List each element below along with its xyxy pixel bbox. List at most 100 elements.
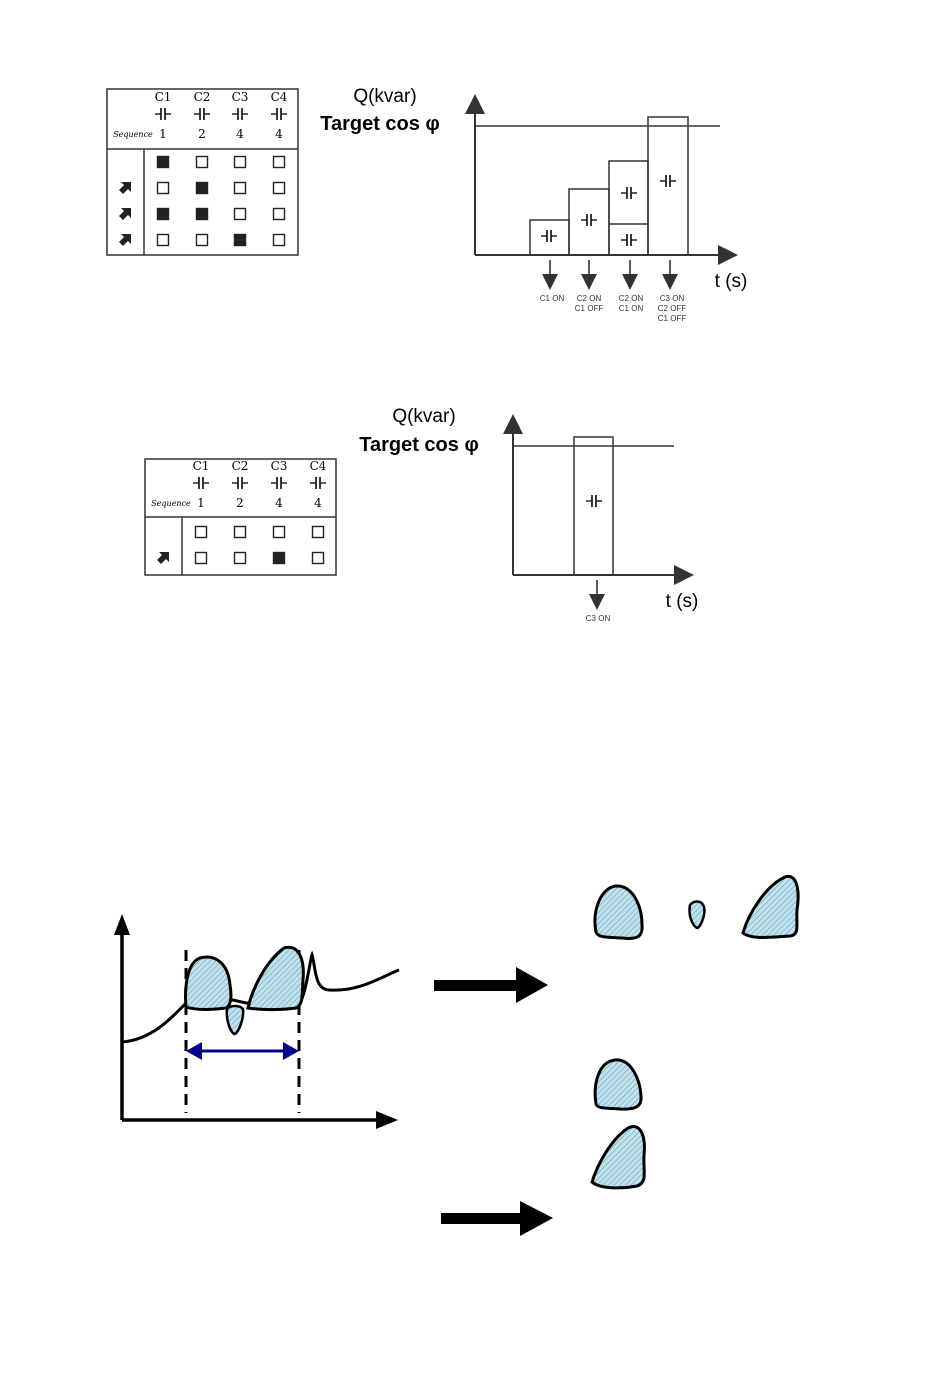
capacitor-icon xyxy=(271,108,287,120)
column-sequence: 2 xyxy=(236,496,244,510)
diagram3 xyxy=(114,876,798,1236)
sequence-table-1: Sequence C1 1 C2 2 C3 4 C4 4 xyxy=(107,89,298,255)
state-off-square xyxy=(274,209,285,220)
column-sequence: 2 xyxy=(198,127,206,141)
column-sequence: 4 xyxy=(275,127,283,141)
state-off-square xyxy=(235,527,246,538)
event-label: C1 ON xyxy=(540,294,565,303)
column-sequence: 1 xyxy=(159,127,167,141)
capacitor-icon xyxy=(194,108,210,120)
column-name: C2 xyxy=(232,459,249,473)
state-off-square xyxy=(235,553,246,564)
dip-blob xyxy=(227,1006,243,1034)
table-column-c4: C4 4 xyxy=(271,90,288,141)
capacitor-icon xyxy=(621,187,637,199)
up-arrow-icon xyxy=(119,208,131,220)
event-label: C1 ON xyxy=(619,304,644,313)
column-sequence: 4 xyxy=(275,496,283,510)
separation-arrow-1 xyxy=(434,967,548,1003)
step-chart-2: C3 ON t (s) xyxy=(513,424,698,623)
state-on-square xyxy=(235,235,246,246)
grouped-blob-2 xyxy=(592,1127,644,1188)
event-label: C2 OFF xyxy=(658,304,687,313)
column-name: C1 xyxy=(155,90,172,104)
range-arrow-left-head xyxy=(186,1042,202,1060)
table-column-c1: C1 1 xyxy=(193,459,210,510)
state-off-square xyxy=(274,157,285,168)
state-off-square xyxy=(274,183,285,194)
state-off-square xyxy=(158,235,169,246)
capacitor-icon xyxy=(581,214,597,226)
step-c2-c1 xyxy=(609,161,648,255)
x-axis-arrowhead xyxy=(376,1111,398,1129)
state-on-square xyxy=(158,209,169,220)
table-column-c2: C2 2 xyxy=(232,459,249,510)
sequence-label: Sequence xyxy=(113,130,153,139)
capacitor-icon xyxy=(660,175,676,187)
table-column-c4: C4 4 xyxy=(310,459,327,510)
separated-blob-1 xyxy=(595,886,642,939)
target-cos-label: Target cos φ xyxy=(359,434,479,456)
table-column-c3: C3 4 xyxy=(232,90,249,141)
column-name: C4 xyxy=(310,459,327,473)
column-sequence: 4 xyxy=(314,496,322,510)
table-border xyxy=(107,89,298,255)
event-label: C2 ON xyxy=(577,294,602,303)
column-sequence: 1 xyxy=(197,496,205,510)
sequence-label: Sequence xyxy=(151,499,191,508)
column-name: C3 xyxy=(232,90,249,104)
grouped-blob-1 xyxy=(595,1060,641,1109)
capacitor-icon xyxy=(271,477,287,489)
capacitor-icon xyxy=(621,234,637,246)
step-c3 xyxy=(648,117,688,255)
sequence-table-2: Sequence C1 1 C2 2 C3 4 C4 4 xyxy=(145,459,336,575)
capacitor-icon xyxy=(155,108,171,120)
event-arrows xyxy=(550,260,670,282)
state-off-square xyxy=(197,235,208,246)
up-arrow-icon xyxy=(119,234,131,246)
event-label: C1 OFF xyxy=(575,304,604,313)
peak-blob-2 xyxy=(248,947,303,1009)
state-off-square xyxy=(235,183,246,194)
x-axis-label: t (s) xyxy=(666,591,699,612)
column-name: C3 xyxy=(271,459,288,473)
diagram1: Sequence C1 1 C2 2 C3 4 C4 4 xyxy=(107,86,747,323)
y-axis-arrowhead xyxy=(114,914,130,935)
up-arrow-icon xyxy=(157,552,169,564)
diagram2: Sequence C1 1 C2 2 C3 4 C4 4 xyxy=(145,406,698,623)
state-off-square xyxy=(196,527,207,538)
state-off-square xyxy=(158,183,169,194)
range-arrow-right-head xyxy=(283,1042,299,1060)
separated-blob-2 xyxy=(743,876,798,937)
event-label: C3 ON xyxy=(586,614,611,623)
state-off-square xyxy=(235,157,246,168)
capacitor-icon xyxy=(310,477,326,489)
target-cos-label: Target cos φ xyxy=(320,113,440,135)
step-c1 xyxy=(530,220,569,255)
state-off-square xyxy=(274,527,285,538)
table-column-c1: C1 1 xyxy=(155,90,172,141)
column-name: C2 xyxy=(194,90,211,104)
step-c3 xyxy=(574,437,613,575)
state-off-square xyxy=(313,553,324,564)
capacitor-icon xyxy=(232,108,248,120)
chart-y-label: Q(kvar) xyxy=(392,406,455,427)
up-arrow-icon xyxy=(119,182,131,194)
event-label: C1 OFF xyxy=(658,314,687,323)
step-chart-1: C1 ON C2 ON C1 OFF C2 ON C1 ON C3 ON C2 … xyxy=(475,104,747,323)
table-column-c3: C3 4 xyxy=(271,459,288,510)
step-c2 xyxy=(569,189,609,255)
state-on-square xyxy=(158,157,169,168)
x-axis-label: t (s) xyxy=(715,271,748,292)
event-label: C3 ON xyxy=(660,294,685,303)
separation-arrow-2 xyxy=(441,1201,553,1236)
event-label: C2 ON xyxy=(619,294,644,303)
chart-y-label: Q(kvar) xyxy=(353,86,416,107)
state-on-square xyxy=(274,553,285,564)
peak-blob-1 xyxy=(186,957,231,1009)
separated-dip-blob xyxy=(689,901,704,928)
state-off-square xyxy=(274,235,285,246)
state-on-square xyxy=(197,183,208,194)
capacitor-icon xyxy=(232,477,248,489)
